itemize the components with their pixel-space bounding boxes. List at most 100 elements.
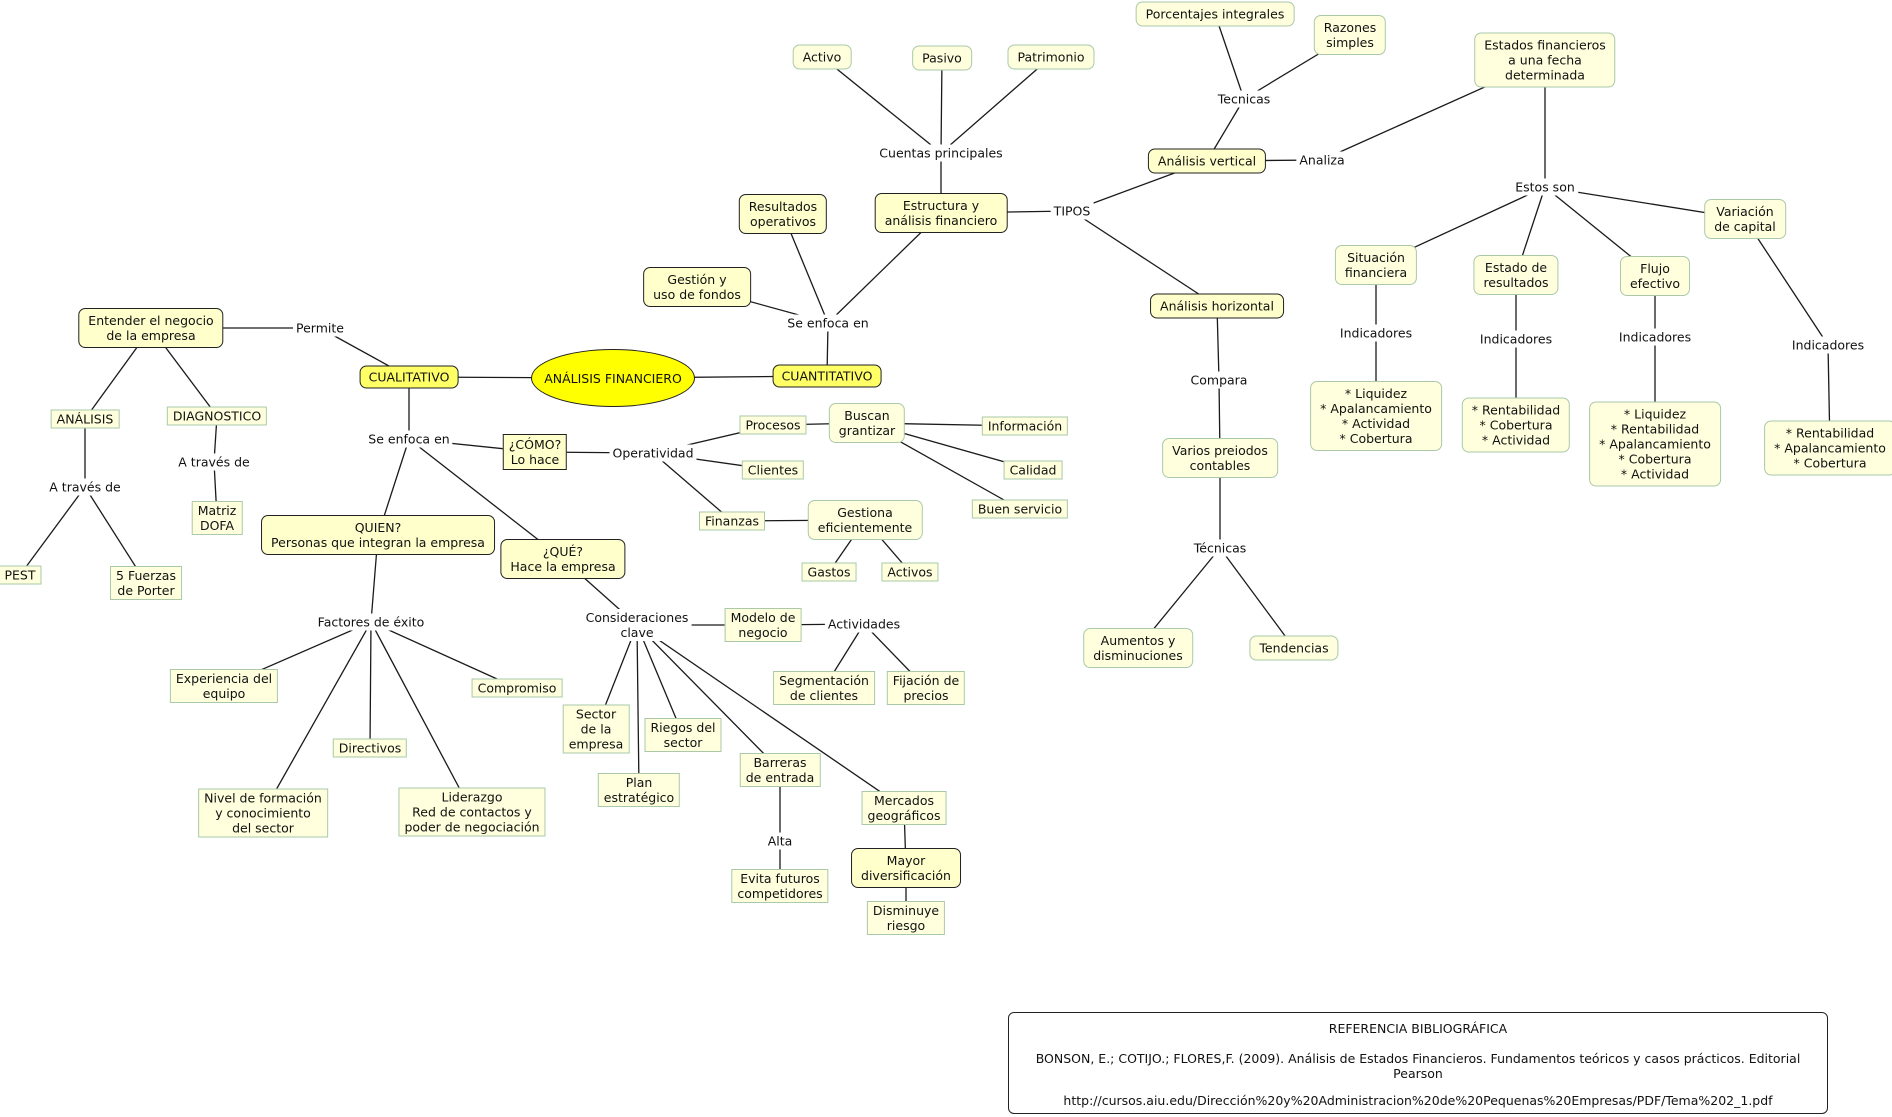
connector-operatividad-finanzas — [652, 452, 733, 522]
concept-estados-fecha: Estados financieros a una fecha determin… — [1474, 32, 1616, 88]
concept-directivos: Directivos — [332, 738, 408, 758]
reference-title: REFERENCIA BIBLIOGRÁFICA — [1328, 1021, 1508, 1036]
concept-analiza: Analiza — [1296, 151, 1348, 169]
concept-sector: Sector de la empresa — [562, 704, 630, 754]
concept-informacion: Información — [981, 416, 1069, 436]
connector-cuentas-activo — [821, 56, 942, 154]
concept-gestion-fondos: Gestión y uso de fondos — [643, 267, 751, 307]
concept-activos-op: Activos — [881, 562, 939, 582]
concept-ind1: Indicadores — [1336, 324, 1416, 342]
concept-factores: Factores de éxito — [314, 613, 428, 631]
concept-dofa: Matriz DOFA — [191, 501, 243, 535]
concept-atraves2: A través de — [175, 453, 253, 471]
concept-actividades: Actividades — [824, 615, 904, 633]
concept-estado-res: Estado de resultados — [1473, 255, 1559, 295]
concept-atraves1: A través de — [46, 478, 124, 496]
concept-evita: Evita futuros competidores — [731, 869, 829, 903]
connector-cuentas-patrimonio — [940, 56, 1052, 154]
concept-seenfoca-cuan: Se enfoca en — [784, 314, 872, 332]
concept-variacion: Variación de capital — [1704, 199, 1786, 239]
concept-mayor: Mayor diversificación — [851, 848, 961, 888]
connector-factores-nivel — [262, 621, 372, 814]
concept-nivel: Nivel de formación y conocimiento del se… — [198, 788, 328, 838]
connector-consideraciones-plan — [636, 624, 640, 791]
concept-tendencias: Tendencias — [1249, 635, 1339, 661]
bibliographic-reference-box: REFERENCIA BIBLIOGRÁFICA BONSON, E.; COT… — [1008, 1012, 1828, 1114]
concept-flujo: Flujo efectivo — [1619, 256, 1691, 296]
concept-modelo: Modelo de negocio — [724, 608, 802, 642]
concept-aumentos: Aumentos y disminuciones — [1083, 628, 1193, 668]
concept-consideraciones: Consideraciones clave — [582, 609, 692, 641]
connector-factores-liderazgo — [370, 621, 473, 813]
connector-tipos-horizontal — [1071, 210, 1218, 307]
concept-buscan: Buscan grantizar — [828, 403, 906, 443]
concept-compromiso: Compromiso — [471, 678, 563, 698]
connector-atraves1-pest — [19, 486, 86, 576]
connector-cuentas-pasivo — [940, 57, 943, 154]
concept-fijacion: Fijación de precios — [886, 671, 966, 705]
concept-varios: Varios preiodos contables — [1162, 438, 1278, 478]
concept-finanzas: Finanzas — [699, 511, 765, 531]
concept-vertical: Análisis vertical — [1147, 148, 1267, 174]
connector-variacion-ind4 — [1744, 218, 1829, 346]
concept-permite: Permite — [293, 319, 347, 337]
concept-entender: Entender el negocio de la empresa — [78, 308, 224, 348]
concept-buenservicio: Buen servicio — [971, 499, 1069, 519]
concept-ind3: Indicadores — [1615, 328, 1695, 346]
concept-tecnicas-v: Tecnicas — [1214, 90, 1274, 108]
connector-factores-directivos — [369, 621, 372, 749]
concept-horizontal: Análisis horizontal — [1150, 293, 1284, 319]
connector-consideraciones-riegos — [636, 624, 684, 736]
concept-diagnostico: DIAGNOSTICO — [166, 406, 268, 426]
concept-segmentacion: Segmentación de clientes — [773, 671, 875, 705]
concept-analisis-financiero-label: ANÁLISIS FINANCIERO — [544, 370, 682, 386]
concept-razones: Razones simples — [1313, 15, 1387, 55]
concept-compara: Compara — [1187, 371, 1251, 389]
concept-lista2: * Rentabilidad * Cobertura * Actividad — [1461, 397, 1571, 453]
concept-liderazgo: Liderazgo Red de contactos y poder de ne… — [398, 787, 546, 837]
concept-operatividad: Operatividad — [609, 444, 697, 462]
concept-lista3: * Liquidez * Rentabilidad * Apalancamien… — [1589, 401, 1721, 487]
concept-tipos: TIPOS — [1050, 202, 1094, 220]
concept-porcentajes: Porcentajes integrales — [1135, 1, 1295, 27]
concept-pest: PEST — [0, 565, 42, 585]
concept-procesos: Procesos — [739, 415, 807, 435]
concept-seenfoca-cual: Se enfoca en — [365, 430, 453, 448]
concept-plan: Plan estratégico — [597, 773, 681, 807]
concept-cualitativo: CUALITATIVO — [359, 365, 459, 389]
concept-analisis: ANÁLISIS — [50, 409, 120, 429]
concept-tecnicas-h: Técnicas — [1190, 539, 1250, 557]
concept-situacion: Situación financiera — [1334, 245, 1418, 285]
concept-mercados: Mercados geográficos — [861, 791, 947, 825]
concept-alta: Alta — [764, 832, 796, 850]
connector-consideraciones-mercados — [636, 624, 905, 809]
concept-ind2: Indicadores — [1476, 330, 1556, 348]
concept-como: ¿CÓMO? Lo hace — [502, 434, 568, 470]
connector-tecnicas_h-tendencias — [1219, 547, 1295, 649]
concept-gastos: Gastos — [801, 562, 857, 582]
concept-que: ¿QUÉ? Hace la empresa — [500, 539, 626, 579]
connector-consideraciones-barreras — [636, 624, 781, 771]
connector-tecnicas_v-porcentajes — [1214, 13, 1245, 100]
concept-pasivo: Pasivo — [912, 45, 972, 71]
concept-disminuye: Disminuye riesgo — [866, 901, 946, 935]
concept-cuantitativo: CUANTITATIVO — [772, 364, 882, 388]
concept-lista4: * Rentabilidad * Apalancamiento * Cobert… — [1764, 420, 1892, 476]
concept-porter: 5 Fuerzas de Porter — [110, 566, 182, 600]
concept-patrimonio: Patrimonio — [1007, 44, 1095, 70]
concept-quien: QUIEN? Personas que integran la empresa — [261, 515, 495, 555]
concept-experiencia: Experiencia del equipo — [169, 669, 279, 703]
connector-factores-compromiso — [370, 621, 518, 689]
concept-estos-son: Estos son — [1512, 178, 1578, 196]
concept-riegos: Riegos del sector — [644, 718, 722, 752]
concept-estructura: Estructura y análisis financiero — [874, 193, 1008, 233]
concept-resultados-op: Resultados operativos — [738, 194, 828, 234]
concept-lista1: * Liquidez * Apalancamiento * Actividad … — [1310, 381, 1442, 451]
concept-cuentas: Cuentas principales — [876, 144, 1006, 162]
concept-calidad: Calidad — [1003, 460, 1063, 480]
concept-ind4: Indicadores — [1788, 336, 1868, 354]
reference-url: http://cursos.aiu.edu/Dirección%20y%20Ad… — [1063, 1093, 1773, 1108]
concept-activo: Activo — [792, 44, 852, 70]
